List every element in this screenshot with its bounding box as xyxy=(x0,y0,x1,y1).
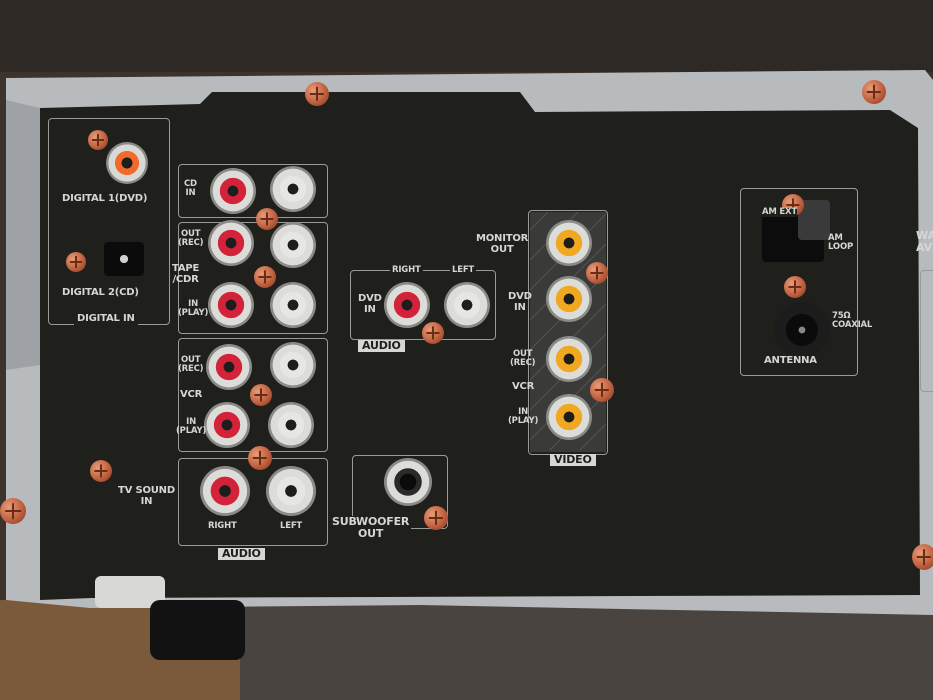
label-audio-dvd: AUDIO xyxy=(358,340,405,352)
label-video-vcr-out: OUT (REC) xyxy=(510,349,536,368)
label-vcr-out: OUT (REC) xyxy=(178,355,204,374)
cd-in-box xyxy=(178,164,328,218)
dvd-audio-box xyxy=(350,270,496,340)
screw xyxy=(90,460,112,482)
subwoofer-out-jack[interactable] xyxy=(384,458,432,506)
tape-box xyxy=(178,222,328,334)
tape-in-right-jack[interactable] xyxy=(208,282,254,328)
vcr-in-left-jack[interactable] xyxy=(268,402,314,448)
screw xyxy=(424,506,448,530)
label-tv-left: LEFT xyxy=(280,521,303,531)
label-vcr: VCR xyxy=(180,389,203,400)
screw xyxy=(254,266,276,288)
fm-coaxial-antenna-jack[interactable] xyxy=(774,302,830,358)
digital2-optical-jack[interactable] xyxy=(104,242,144,276)
screw xyxy=(248,446,272,470)
right-edge-box xyxy=(920,270,933,392)
tape-out-left-jack[interactable] xyxy=(270,222,316,268)
chair-seat-bottom xyxy=(240,600,933,700)
label-digital-in: DIGITAL IN xyxy=(74,313,138,325)
label-am-loop: AM LOOP xyxy=(828,233,853,252)
screw xyxy=(586,262,608,284)
label-subwoofer-out: SUBWOOFER OUT xyxy=(330,515,412,540)
tape-out-right-jack[interactable] xyxy=(208,220,254,266)
label-monitor-out: MONITOR OUT xyxy=(476,233,529,255)
label-video-vcr: VCR xyxy=(512,381,535,392)
label-audio-main: AUDIO xyxy=(218,548,265,560)
label-cd-in: CD IN xyxy=(184,179,197,198)
label-digital2: DIGITAL 2(CD) xyxy=(62,287,139,298)
screw xyxy=(0,498,26,524)
label-dvd-right: RIGHT xyxy=(390,265,423,275)
label-tape-out: OUT (REC) xyxy=(178,229,204,248)
tape-in-left-jack[interactable] xyxy=(270,282,316,328)
screw xyxy=(784,276,806,298)
screw xyxy=(912,544,933,570)
screw xyxy=(250,384,272,406)
screw xyxy=(256,208,278,230)
digital-in-box xyxy=(48,118,170,325)
screw xyxy=(422,322,444,344)
label-digital1: DIGITAL 1(DVD) xyxy=(62,193,148,204)
label-video-dvd-in: DVD IN xyxy=(508,291,532,313)
screw xyxy=(88,130,108,150)
vcr-in-right-jack[interactable] xyxy=(204,402,250,448)
vcr-out-video-jack[interactable] xyxy=(546,336,592,382)
label-tape-cdr: TAPE /CDR xyxy=(172,263,200,285)
label-vcr-in: IN (PLAY) xyxy=(176,417,207,436)
dvd-in-video-jack[interactable] xyxy=(546,276,592,322)
left-panel-edge xyxy=(6,100,40,370)
label-edge-text: WA AV xyxy=(916,229,933,254)
dvd-in-right-jack[interactable] xyxy=(384,282,430,328)
vcr-out-left-jack[interactable] xyxy=(270,342,316,388)
label-tv-sound-in: TV SOUND IN xyxy=(118,485,175,507)
cd-in-left-jack[interactable] xyxy=(270,166,316,212)
cd-in-right-jack[interactable] xyxy=(210,168,256,214)
digital1-coax-jack[interactable] xyxy=(106,142,148,184)
background-top-band xyxy=(0,0,933,72)
label-am-ext: AM EXT xyxy=(762,207,797,217)
tv-sound-right-jack[interactable] xyxy=(200,466,250,516)
vcr-out-right-jack[interactable] xyxy=(206,344,252,390)
bottom-tab xyxy=(95,576,165,608)
monitor-out-video-jack[interactable] xyxy=(546,220,592,266)
vcr-in-video-jack[interactable] xyxy=(546,394,592,440)
label-dvd-left: LEFT xyxy=(450,265,477,275)
dvd-in-left-jack[interactable] xyxy=(444,282,490,328)
screw xyxy=(66,252,86,272)
label-tv-right: RIGHT xyxy=(208,521,237,531)
black-knob xyxy=(150,600,245,660)
label-video-vcr-in: IN (PLAY) xyxy=(508,407,539,426)
tv-sound-left-jack[interactable] xyxy=(266,466,316,516)
label-dvd-in: DVD IN xyxy=(358,293,382,315)
antenna-box xyxy=(740,188,858,376)
screw xyxy=(862,80,886,104)
label-video: VIDEO xyxy=(550,454,596,466)
label-tape-in: IN (PLAY) xyxy=(178,299,209,318)
label-antenna: ANTENNA xyxy=(762,355,819,367)
label-coaxial: 75Ω COAXIAL xyxy=(832,311,873,330)
screw xyxy=(305,82,329,106)
screw xyxy=(590,378,614,402)
